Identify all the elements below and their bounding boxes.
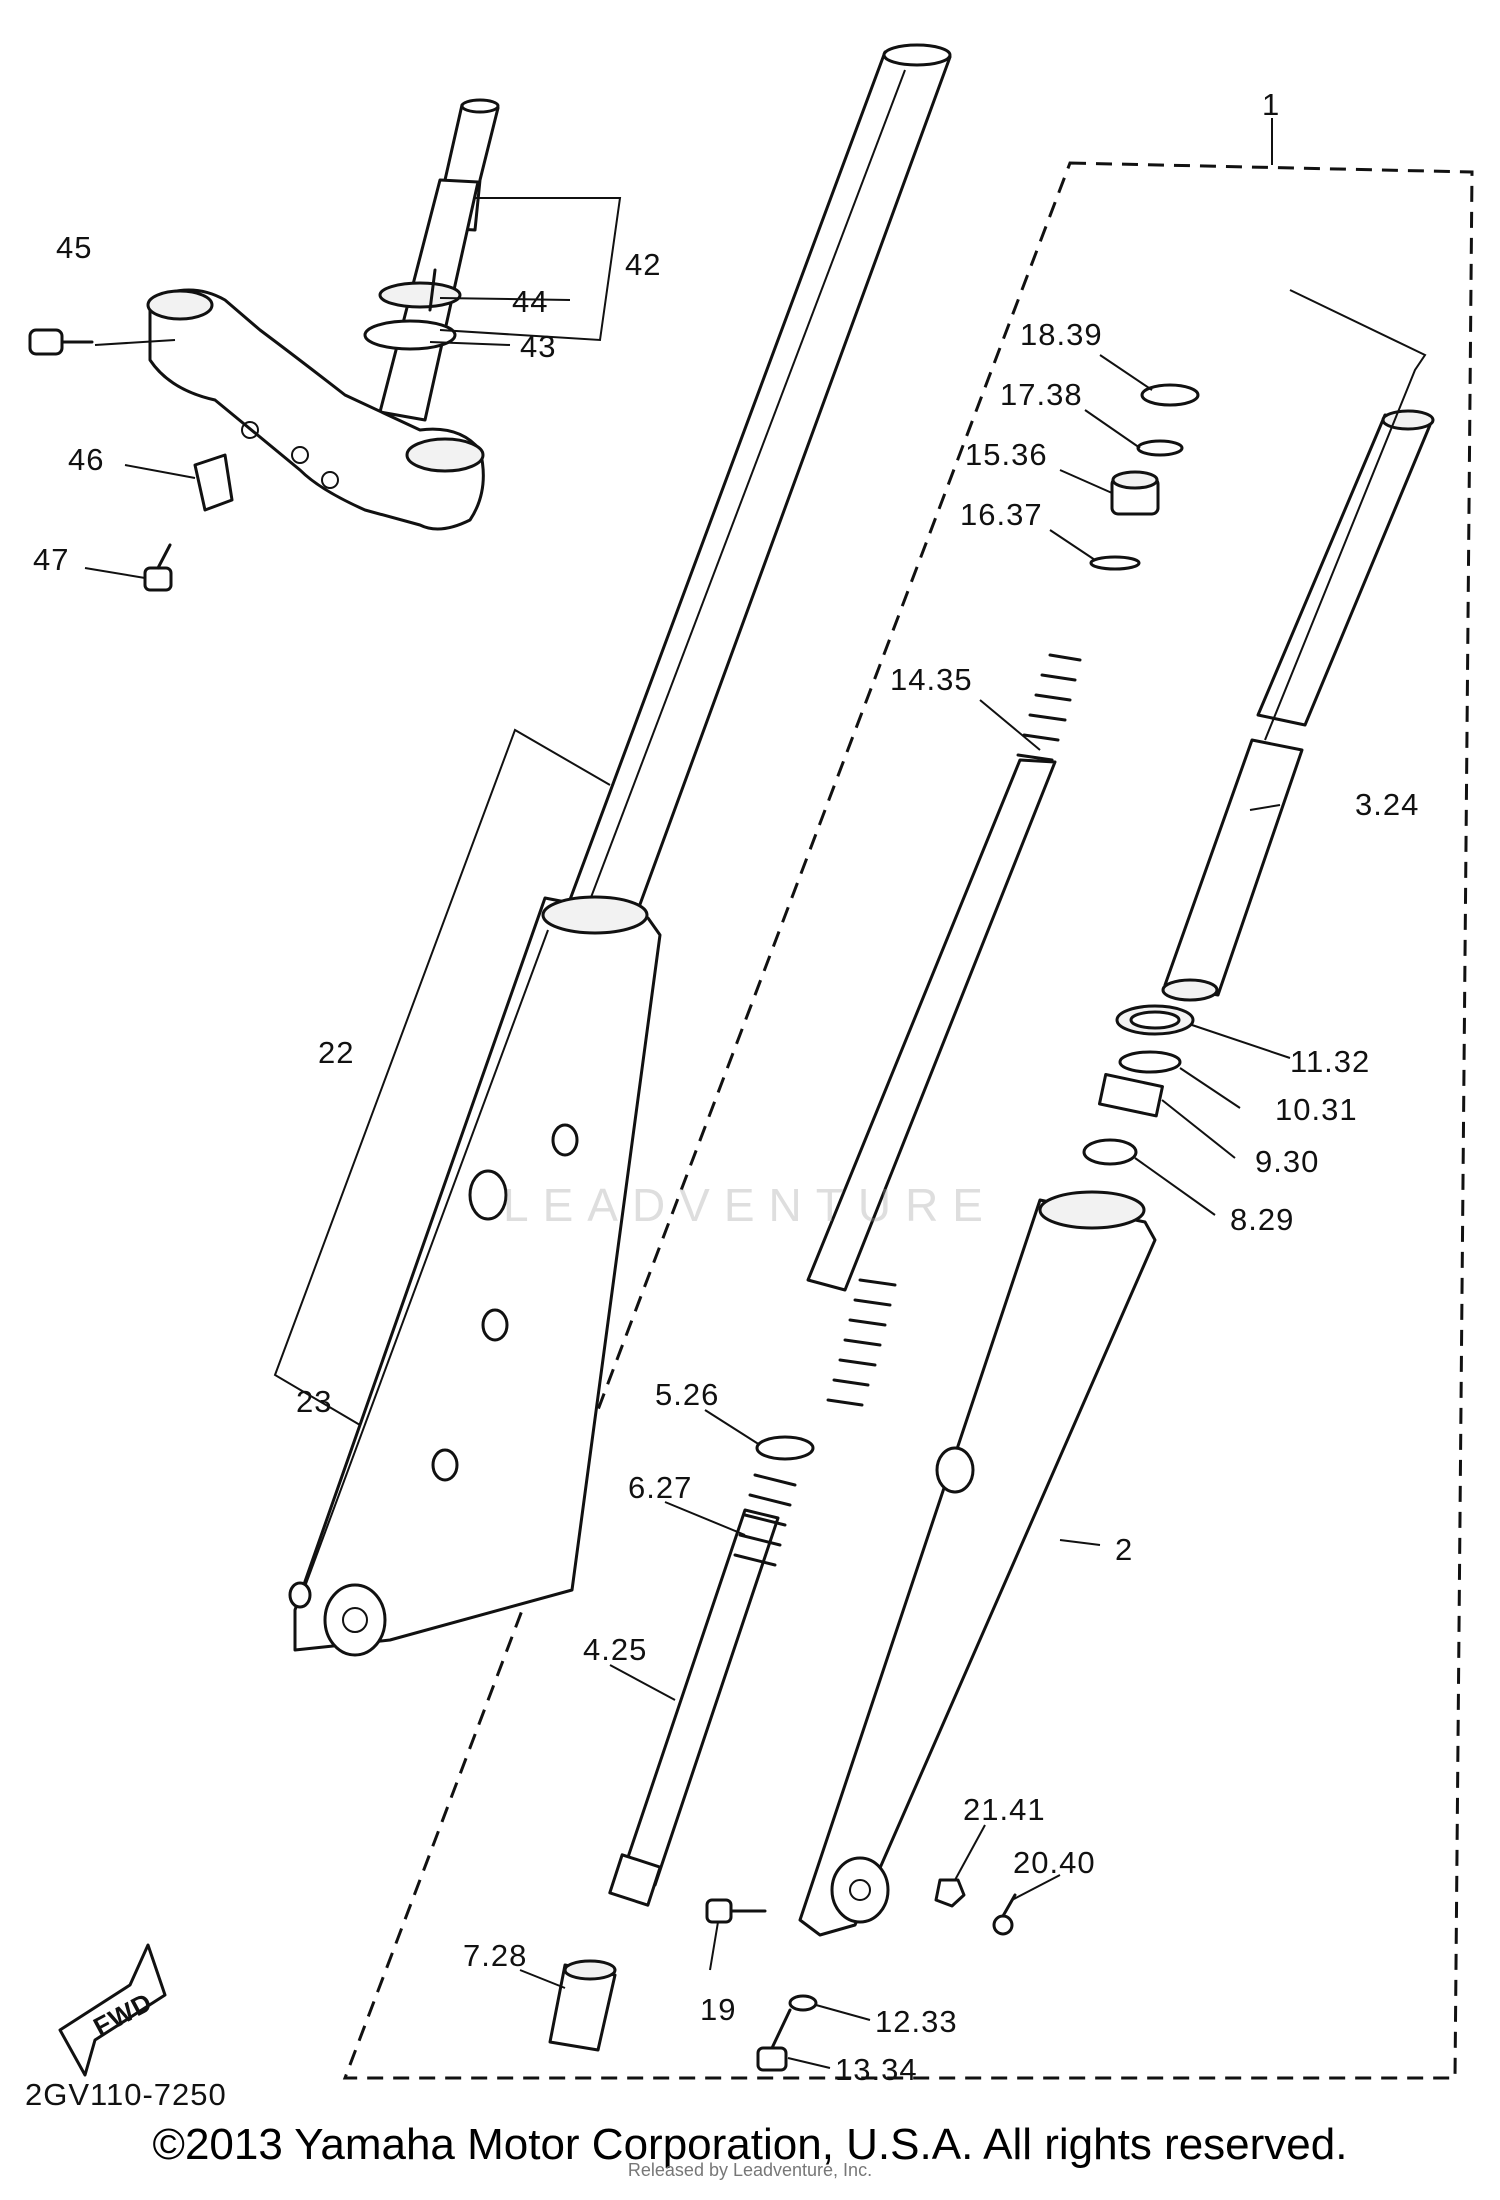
bushing-8 xyxy=(1082,1138,1138,1166)
label-6-27: 6.27 xyxy=(628,1470,692,1505)
label-22: 22 xyxy=(318,1035,354,1070)
fwd-arrow-icon: FWD xyxy=(58,1943,167,2077)
spring-14 xyxy=(806,653,1082,1407)
label-23: 23 xyxy=(296,1384,332,1419)
washer-9 xyxy=(1097,1073,1164,1118)
inner-tube-22 xyxy=(566,43,952,920)
label-44: 44 xyxy=(512,284,548,319)
outer-tube-2 xyxy=(798,1190,1157,1937)
bolt-47 xyxy=(143,543,173,592)
nut-21 xyxy=(934,1878,966,1908)
label-16-37: 16.37 xyxy=(960,497,1043,532)
label-14-35: 14.35 xyxy=(890,662,973,697)
label-43: 43 xyxy=(520,329,556,364)
label-7-28: 7.28 xyxy=(463,1938,527,1973)
rebound-spring-6 xyxy=(733,1473,797,1567)
watermark-text: LEADVENTURE xyxy=(503,1179,997,1231)
label-42: 42 xyxy=(625,247,661,282)
clip-10 xyxy=(1118,1050,1182,1074)
label-3-24: 3.24 xyxy=(1355,787,1419,822)
damper-rod-4 xyxy=(608,1508,780,1907)
bolt-45 xyxy=(28,328,94,356)
gasket-12 xyxy=(788,1994,818,2012)
o-ring-17 xyxy=(1136,439,1184,457)
label-21-41: 21.41 xyxy=(963,1792,1046,1827)
callout-labels: 1 42 44 43 45 46 47 18.39 17.38 15.36 16… xyxy=(25,87,1419,2112)
label-17-38: 17.38 xyxy=(1000,377,1083,412)
label-8-29: 8.29 xyxy=(1230,1202,1294,1237)
outer-tube-23 xyxy=(288,895,662,1657)
bracket-22-23 xyxy=(273,728,611,1426)
copyright-notice: ©2013 Yamaha Motor Corporation, U.S.A. A… xyxy=(152,2120,1348,2169)
steering-stem-42 xyxy=(363,98,500,422)
o-ring-16 xyxy=(1089,555,1141,571)
label-18-39: 18.39 xyxy=(1020,317,1103,352)
label-1: 1 xyxy=(1262,87,1280,122)
assembly-1-dashed-outline xyxy=(342,161,1474,2080)
cap-18 xyxy=(1140,383,1200,407)
label-4-25: 4.25 xyxy=(583,1632,647,1667)
label-2: 2 xyxy=(1115,1532,1133,1567)
label-47: 47 xyxy=(33,542,69,577)
under-bracket xyxy=(146,288,485,531)
label-9-30: 9.30 xyxy=(1255,1144,1319,1179)
ring-5 xyxy=(755,1435,815,1461)
released-by-notice: Released by Leadventure, Inc. xyxy=(627,2160,873,2180)
label-46: 46 xyxy=(68,442,104,477)
label-13-34: 13.34 xyxy=(835,2052,918,2087)
oil-lock-piece-7 xyxy=(548,1959,617,2052)
bolt-13 xyxy=(756,2008,792,2072)
label-10-31: 10.31 xyxy=(1275,1092,1358,1127)
label-19: 19 xyxy=(700,1992,736,2027)
leader-lines xyxy=(84,197,1291,2069)
screw-20 xyxy=(992,1893,1017,1936)
drain-bolt-19 xyxy=(705,1898,767,1924)
label-12-33: 12.33 xyxy=(875,2004,958,2039)
label-11-32: 11.32 xyxy=(1290,1044,1370,1079)
oil-seal-11 xyxy=(1115,1004,1195,1036)
clamp-46 xyxy=(193,453,234,512)
label-20-40: 20.40 xyxy=(1013,1845,1096,1880)
cap-bolt-15 xyxy=(1110,470,1160,516)
label-15-36: 15.36 xyxy=(965,437,1048,472)
label-45: 45 xyxy=(56,230,92,265)
label-5-26: 5.26 xyxy=(655,1377,719,1412)
inner-tube-3 xyxy=(1161,289,1435,1002)
diagram-code: 2GV110-7250 xyxy=(25,2077,227,2112)
